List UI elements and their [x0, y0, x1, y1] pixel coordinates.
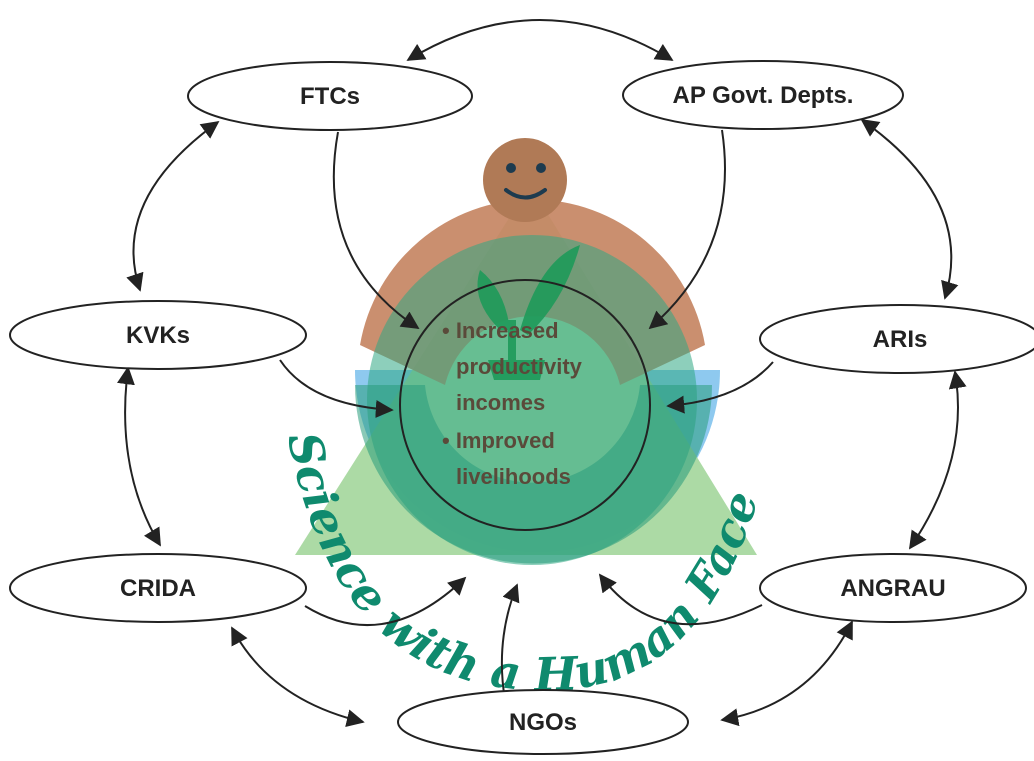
node-aris-label: ARIs — [873, 326, 928, 353]
node-ngos[interactable]: NGOs — [397, 689, 689, 755]
arrow-aris-angrau — [908, 370, 967, 550]
center-illustration — [295, 138, 757, 565]
arrow-ftcs-ap — [406, 19, 674, 61]
arrow-ap-center — [648, 129, 726, 330]
arrow-kvks-crida — [117, 366, 161, 547]
node-ftcs[interactable]: FTCs — [187, 61, 473, 131]
arrow-kvks-center — [279, 359, 394, 418]
node-ap-govt-label: AP Govt. Depts. — [673, 82, 854, 109]
smile-icon — [504, 188, 547, 200]
teal-body — [355, 385, 712, 564]
arrow-ngos-center — [500, 583, 520, 701]
bullet-1-line-2: productivity — [456, 354, 583, 379]
arrow-aris-center — [666, 361, 774, 414]
node-aris[interactable]: ARIs — [759, 304, 1034, 374]
node-ftcs-label: FTCs — [300, 83, 360, 110]
node-ap-govt-depts[interactable]: AP Govt. Depts. — [622, 60, 904, 130]
node-kvks[interactable]: KVKs — [9, 300, 307, 370]
node-crida[interactable]: CRIDA — [9, 553, 307, 623]
outcome-circle — [399, 279, 651, 531]
bullet-2-line-2: livelihoods — [456, 464, 571, 489]
bullet-1-line-1: • Increased — [442, 318, 559, 343]
left-eye-icon — [506, 163, 516, 173]
node-ngos-label: NGOs — [509, 709, 577, 736]
ring-connectors — [117, 19, 967, 728]
arrow-ap-aris — [860, 118, 959, 300]
node-kvks-label: KVKs — [126, 322, 190, 349]
arrow-ftcs-kvks — [126, 120, 220, 292]
arrow-angrau-ngos — [720, 620, 853, 727]
outcome-text: • Increased productivity incomes • Impro… — [442, 318, 583, 489]
node-crida-label: CRIDA — [120, 575, 196, 602]
arrow-angrau-center — [598, 573, 763, 626]
bullet-1-line-3: incomes — [456, 390, 545, 415]
bullet-2-line-1: • Improved — [442, 428, 555, 453]
node-angrau[interactable]: ANGRAU — [759, 553, 1027, 623]
arrow-crida-ngos — [231, 626, 365, 728]
node-angrau-label: ANGRAU — [840, 575, 945, 602]
plant-icon — [477, 245, 580, 380]
arrow-ftcs-center — [332, 131, 420, 329]
inward-connectors — [279, 129, 774, 701]
head — [483, 138, 567, 222]
right-eye-icon — [536, 163, 546, 173]
arrow-crida-center — [304, 576, 467, 626]
